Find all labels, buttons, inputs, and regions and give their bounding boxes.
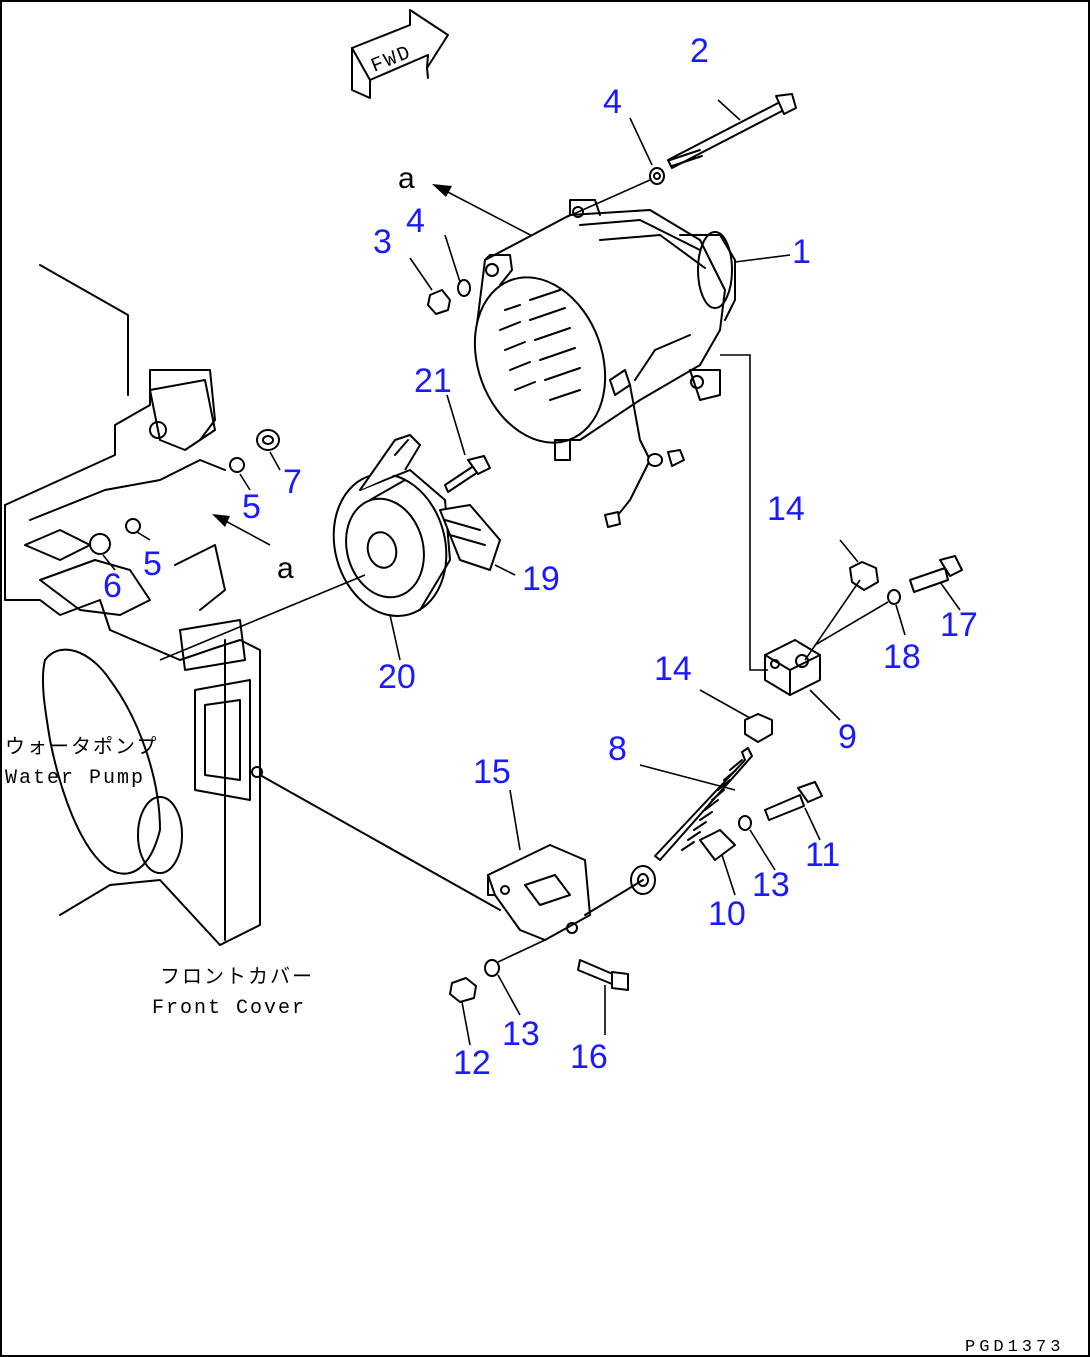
callout-13-lower: 13 [502,1015,540,1053]
bushings-5-6-7 [89,429,280,555]
callout-15: 15 [473,753,511,791]
front-cover [4,264,263,946]
view-marker-lower: a [277,552,294,585]
callout-4-left: 4 [406,202,425,240]
callout-17: 17 [940,606,978,644]
callout-11: 11 [805,836,840,874]
pulley-assembly [332,434,501,617]
alternator-wire [604,384,685,528]
water-pump-label-en: Water Pump [5,767,145,790]
alternator [473,199,736,461]
view-arrow-upper: a [398,162,541,241]
leader-pulley-water-pump [159,574,366,661]
callout-12: 12 [453,1044,491,1082]
callout-leaders [102,99,961,1046]
component-labels: ウォータポンプ Water Pump フロントカバー Front Cover P… [5,735,1064,1357]
callout-2: 2 [690,32,709,70]
bolt-2 [559,93,797,221]
fwd-label: FWD [368,41,416,78]
callout-3: 3 [373,223,392,261]
nut-3-washer-4 [427,279,471,315]
callout-21: 21 [414,362,452,400]
front-cover-label-en: Front Cover [152,997,306,1020]
callout-19: 19 [522,560,560,598]
callout-20: 20 [378,658,416,696]
callout-18: 18 [883,638,921,676]
callout-16: 16 [570,1038,608,1076]
bracket-15 [259,774,644,1003]
drawing-code: PGD1373 [965,1338,1064,1357]
water-pump-label-jp: ウォータポンプ [5,735,158,760]
callouts: 1 2 3 4 4 5 5 6 7 8 9 10 11 12 13 13 14 … [103,32,978,1082]
callout-14-lower: 14 [654,650,692,688]
callout-13-right: 13 [752,866,790,904]
adjusting-rod-8 [630,713,823,895]
callout-1: 1 [792,233,811,271]
callout-14-upper: 14 [767,490,805,528]
fwd-arrow: FWD [351,9,449,99]
callout-7: 7 [283,463,302,501]
view-arrow-lower: a [212,514,294,585]
front-cover-label-jp: フロントカバー [160,966,314,990]
callout-5-left: 5 [143,545,162,583]
callout-10: 10 [708,895,746,933]
adjusting-block-9 [720,354,963,696]
callout-8: 8 [608,730,627,768]
callout-6: 6 [103,567,122,605]
view-marker-upper: a [398,162,415,195]
callout-4-upper: 4 [603,83,622,121]
callout-5-right: 5 [242,488,261,526]
callout-9: 9 [838,718,857,756]
